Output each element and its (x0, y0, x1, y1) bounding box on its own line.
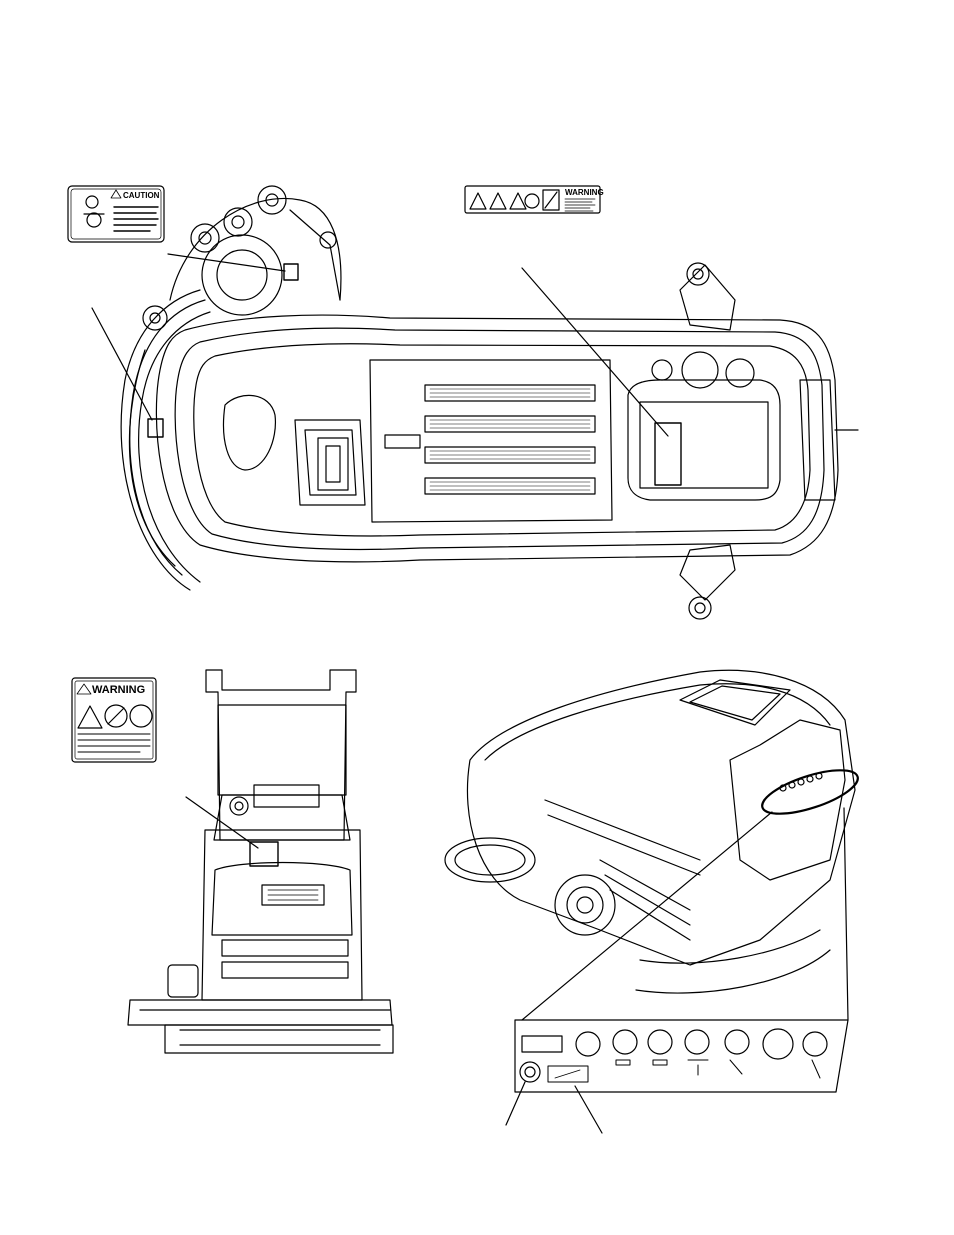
isometric-view-machine (445, 670, 862, 993)
leader-line (168, 254, 285, 271)
top-view-machine (121, 186, 858, 619)
key-switch-icon (520, 1062, 540, 1082)
panel-button (685, 1030, 709, 1054)
panel-display (522, 1036, 562, 1052)
warning-decal-top: WARNING (465, 186, 604, 213)
panel-button (576, 1032, 600, 1056)
leader-line (844, 808, 848, 1020)
warning-decal-top-label: WARNING (565, 188, 604, 197)
panel-button (613, 1030, 637, 1054)
panel-button (763, 1029, 793, 1059)
caution-decal-label: CAUTION (123, 191, 160, 200)
leader-line (522, 268, 668, 436)
panel-button (803, 1032, 827, 1056)
panel-button (725, 1030, 749, 1054)
warning-decal-bottom: WARNING (72, 678, 156, 762)
control-panel-detail (515, 1020, 848, 1092)
caution-decal: CAUTION (68, 186, 164, 242)
warning-decal-bottom-label: WARNING (92, 684, 145, 696)
rear-view-machine (128, 670, 393, 1053)
panel-button (648, 1030, 672, 1054)
leader-line (575, 1086, 602, 1133)
